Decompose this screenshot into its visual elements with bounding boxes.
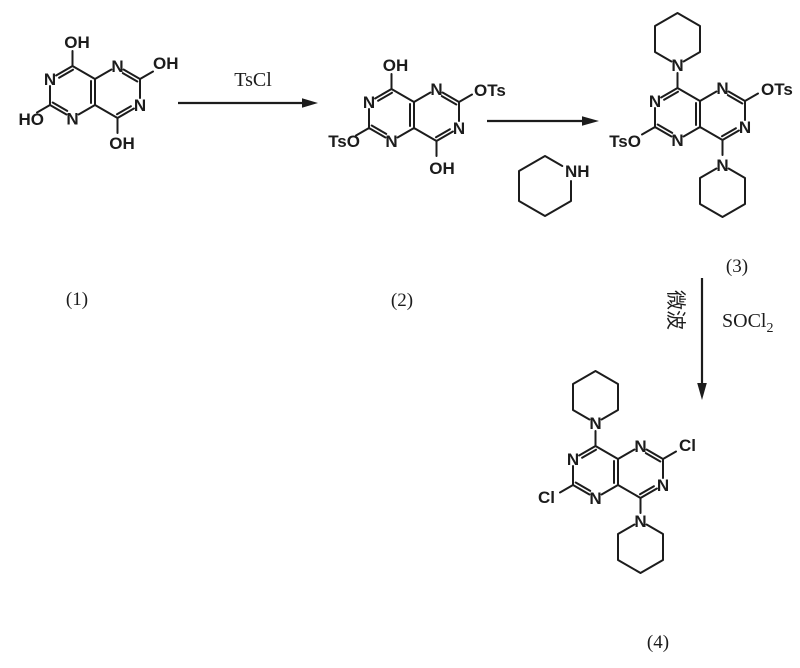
compound-4-n-lower-left: N (589, 489, 601, 508)
compound-2-tso-left: TsO (328, 132, 360, 151)
compound-2-ots-right: OTs (474, 81, 506, 100)
compound-1-number-label: (1) (66, 289, 88, 310)
compound-2-n-upper-right: N (430, 80, 442, 99)
compound-3-n-lower-right: N (739, 118, 751, 137)
compound-4-cl-left: Cl (538, 488, 555, 507)
compound-4-piperidine-bottom-n: N (634, 512, 646, 531)
compound-4-piperidine-top-n: N (589, 414, 601, 433)
compound-2-oh-bottom: OH (429, 159, 455, 178)
piperidine-reagent-ring (518, 155, 572, 217)
compound-4: N N Cl N N Cl N N (4) (538, 370, 696, 653)
compound-2-n-lower-right: N (453, 119, 465, 138)
compound-3-tso-left: TsO (609, 132, 641, 151)
compound-1-oh-bottom: OH (109, 134, 135, 153)
compound-4-number-label: (4) (647, 632, 669, 653)
step-3-reagent-label: SOCl2 (722, 310, 773, 336)
compound-3-skeleton (641, 72, 759, 156)
compound-4-n-upper-left: N (567, 450, 579, 469)
compound-3-piperidine-top-ring (654, 12, 701, 63)
compound-3-n-upper-right: N (716, 79, 728, 98)
step-3-condition-label: 微波 (664, 290, 687, 330)
compound-3-n-lower-left: N (671, 131, 683, 150)
compound-4-n-upper-right: N (634, 437, 646, 456)
piperidine-reagent-nh: NH (565, 162, 590, 181)
compound-3-piperidine-bottom-ring (699, 167, 746, 218)
compound-2-number-label: (2) (391, 290, 413, 311)
socl2-formula: SOCl (722, 310, 767, 332)
compound-4-cl-right: Cl (679, 436, 696, 455)
arrow-3-head (697, 383, 707, 400)
reaction-arrow-1: TsCl (178, 69, 318, 108)
compound-1-n-lower-right: N (134, 96, 146, 115)
compound-1-oh-right: OH (153, 54, 179, 73)
compound-3-n-upper-left: N (649, 92, 661, 111)
socl2-subscript: 2 (766, 321, 773, 336)
compound-1: OH N HO N N OH N OH (1) (19, 33, 179, 310)
compound-3-ots-right: OTs (761, 80, 793, 99)
compound-4-piperidine-bottom-ring (617, 523, 664, 574)
compound-3-piperidine-top-n: N (671, 56, 683, 75)
compound-2-n-upper-left: N (363, 93, 375, 112)
arrow-2-head (582, 116, 599, 126)
compound-2: OH N TsO N N OTs N OH (2) (328, 56, 506, 311)
compound-3: N N TsO N N OTs N N (3) (609, 12, 793, 277)
compound-1-n-lower-left: N (66, 110, 78, 129)
compound-4-n-lower-right: N (657, 476, 669, 495)
reaction-arrow-3: 微波 SOCl2 (664, 278, 773, 400)
reaction-arrow-2: NH (487, 116, 599, 217)
compound-1-n-upper-left: N (44, 70, 56, 89)
compound-2-skeleton (355, 73, 473, 157)
compound-1-oh-top: OH (64, 33, 90, 52)
compound-1-n-upper-right: N (111, 57, 123, 76)
compound-4-skeleton (559, 430, 677, 514)
compound-4-piperidine-top-ring (572, 370, 619, 421)
compound-1-ho-left: HO (19, 110, 45, 129)
compound-3-number-label: (3) (726, 256, 748, 277)
compound-3-piperidine-bottom-n: N (716, 156, 728, 175)
compound-2-n-lower-left: N (385, 132, 397, 151)
compound-1-skeleton (36, 50, 154, 134)
compound-2-oh-top: OH (383, 56, 409, 75)
step-1-reagent-label: TsCl (234, 69, 272, 91)
arrow-1-head (302, 98, 318, 108)
